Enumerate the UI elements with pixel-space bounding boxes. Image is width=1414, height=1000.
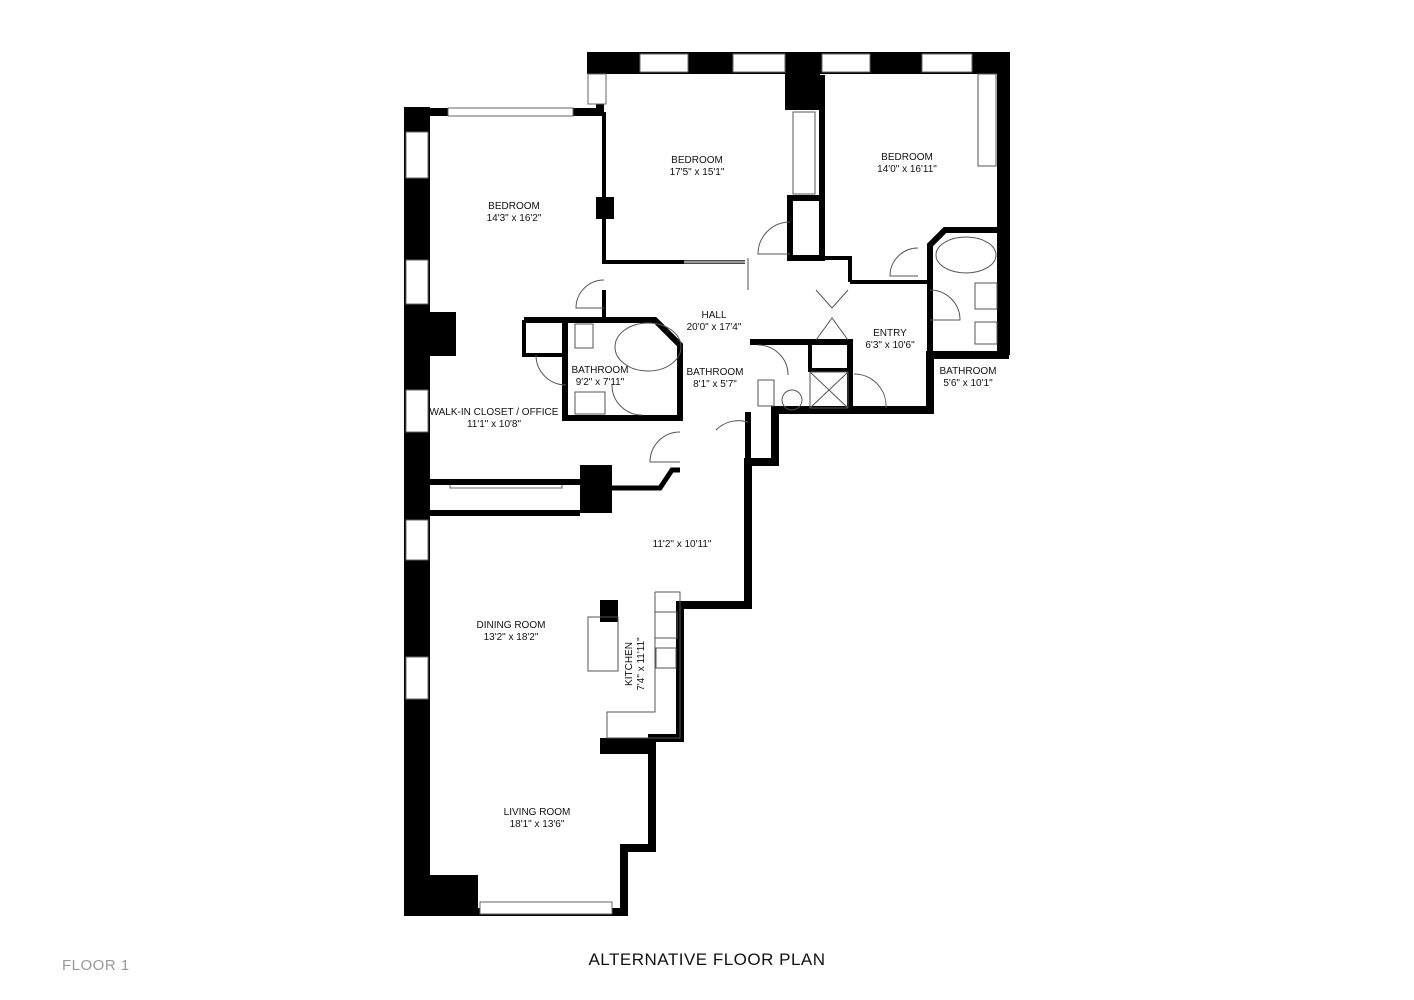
toilet xyxy=(757,379,775,407)
room-name: WALK-IN CLOSET / OFFICE xyxy=(430,407,559,418)
toilet xyxy=(974,321,998,345)
stove xyxy=(654,611,678,639)
shower xyxy=(809,371,849,409)
sink xyxy=(574,391,606,415)
right-wall xyxy=(997,52,1010,355)
column xyxy=(580,465,612,513)
kitchen-sink xyxy=(655,647,677,669)
closet xyxy=(792,111,816,195)
room-name: BATHROOM xyxy=(686,367,743,378)
room-name: DINING ROOM xyxy=(477,620,546,631)
column xyxy=(785,52,820,110)
column xyxy=(600,600,618,622)
room-size: 17'5" x 15'1" xyxy=(670,167,725,178)
fixtures xyxy=(574,73,998,739)
room-size: 13'2" x 18'2" xyxy=(484,632,539,643)
room-name: BEDROOM xyxy=(488,201,540,212)
plan-title: ALTERNATIVE FLOOR PLAN xyxy=(588,950,826,969)
room-name: KITCHEN xyxy=(624,642,635,686)
room-size: 18'1" x 13'6" xyxy=(510,819,565,830)
room-size: 14'3" x 16'2" xyxy=(487,213,542,224)
column xyxy=(430,312,456,356)
room-size: 11'1" x 10'8" xyxy=(467,419,522,430)
room-name: LIVING ROOM xyxy=(504,807,571,818)
doors xyxy=(535,221,961,463)
room-size: 20'0" x 17'4" xyxy=(687,322,742,333)
closet-rod xyxy=(977,73,997,167)
bathtub xyxy=(614,322,682,372)
room-name: BEDROOM xyxy=(881,152,933,163)
room-name: HALL xyxy=(701,310,726,321)
sink xyxy=(781,389,803,411)
room-size: 8'1" x 5'7" xyxy=(693,379,737,390)
room-size: 11'2" x 10'11" xyxy=(653,539,712,550)
room-name: BATHROOM xyxy=(939,366,996,377)
room-size: 6'3" x 10'6" xyxy=(865,340,915,351)
windows xyxy=(405,53,973,915)
room-size: 9'2" x 7'11" xyxy=(576,377,625,388)
room-size: 7'4" x 11'11" xyxy=(636,637,647,691)
floor-label: FLOOR 1 xyxy=(62,957,130,974)
room-size: 5'6" x 10'1" xyxy=(943,378,993,389)
room-size: 14'0" x 16'11" xyxy=(877,164,937,175)
room-name: BATHROOM xyxy=(571,365,628,376)
room-name: BEDROOM xyxy=(671,155,723,166)
toilet xyxy=(574,323,594,349)
sink xyxy=(974,282,998,310)
column xyxy=(600,738,650,754)
corner-block xyxy=(404,875,478,915)
room-name: ENTRY xyxy=(873,328,907,339)
room-labels: BEDROOM 14'3" x 16'2" BEDROOM 17'5" x 15… xyxy=(430,152,997,830)
bathtub xyxy=(935,236,997,274)
kitchen-island xyxy=(587,616,619,672)
